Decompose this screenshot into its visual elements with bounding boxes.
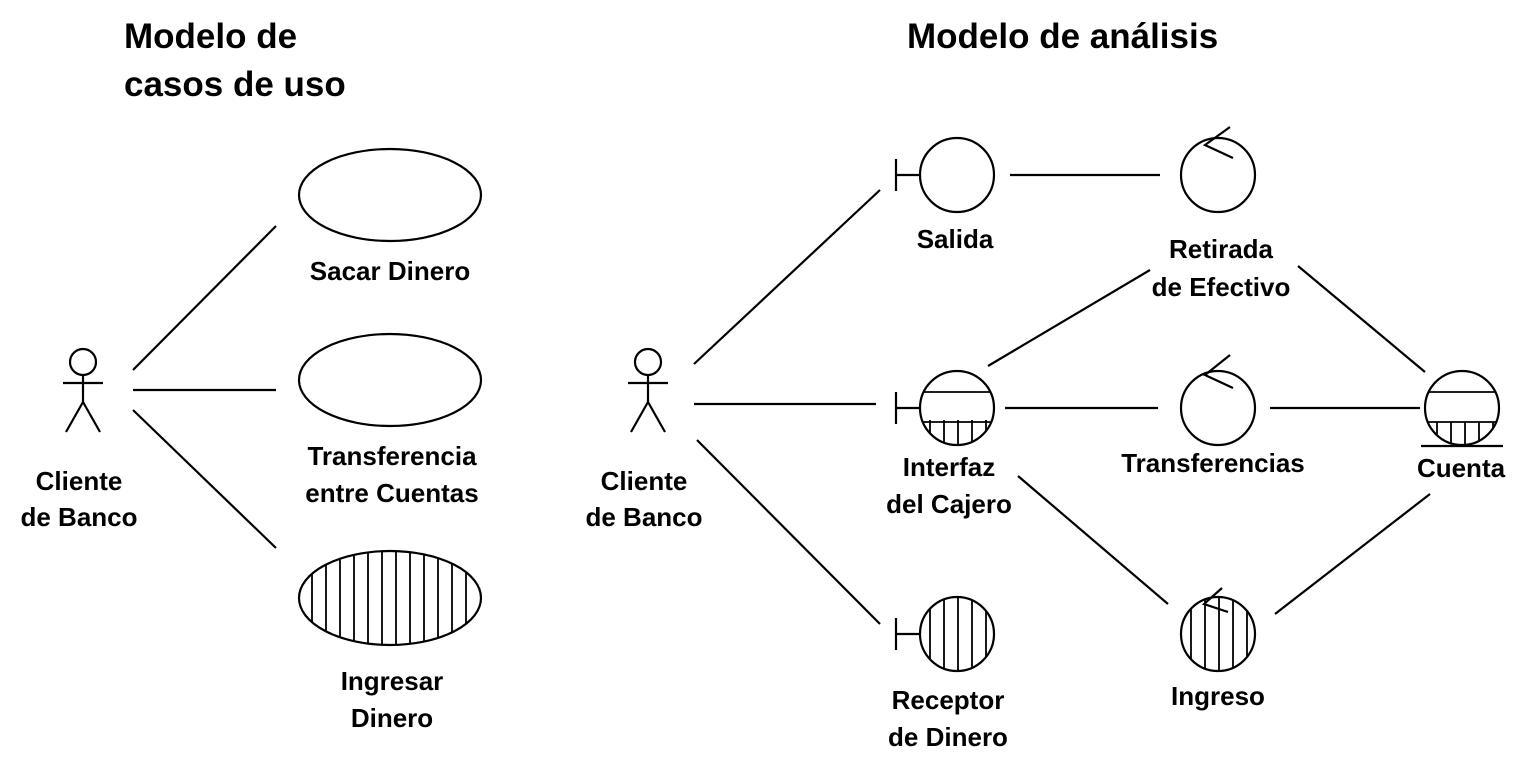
ingreso-control-icon: [1179, 587, 1257, 673]
analysis-actor-associations: [693, 189, 881, 625]
use-case-sacar-dinero-label: Sacar Dinero: [310, 256, 470, 286]
cuenta-label: Cuenta: [1417, 453, 1506, 483]
interfaz-cajero-label-line1: Interfaz: [903, 452, 995, 482]
use-case-actor-icon: [63, 347, 103, 433]
analysis-actor-icon: [628, 347, 668, 433]
interfaz-cajero-label-line2: del Cajero: [886, 489, 1012, 519]
transferencias-label: Transferencias: [1121, 448, 1305, 478]
use-case-transferencia-label-line2: entre Cuentas: [305, 478, 478, 508]
analysis-actor-label-line1: Cliente: [601, 466, 688, 496]
receptor-dinero-boundary-icon: [894, 595, 996, 673]
use-case-transferencia-ellipse: [297, 332, 483, 428]
use-case-sacar-dinero-ellipse: [297, 147, 483, 243]
receptor-dinero-label-line1: Receptor: [892, 685, 1005, 715]
interfaz-cajero-boundary-icon: [894, 369, 996, 447]
retirada-efectivo-label-line1: Retirada: [1169, 234, 1274, 264]
salida-boundary-icon: [894, 136, 996, 214]
use-case-model-title-line2: casos de uso: [124, 65, 346, 104]
ingreso-label: Ingreso: [1171, 681, 1265, 711]
use-case-ingresar-dinero-ellipse: [297, 549, 483, 647]
analysis-model-title: Modelo de análisis: [907, 17, 1218, 56]
salida-label: Salida: [917, 224, 994, 254]
use-case-associations: [132, 225, 277, 549]
retirada-efectivo-control-icon: [1179, 126, 1257, 214]
use-case-ingresar-label-line2: Dinero: [351, 703, 433, 733]
use-case-model-title-line1: Modelo de: [124, 17, 297, 56]
use-case-actor-label-line1: Cliente: [36, 466, 123, 496]
cuenta-entity-icon: [1421, 369, 1503, 448]
use-case-actor-label-line2: de Banco: [20, 502, 137, 532]
analysis-actor-label-line2: de Banco: [585, 502, 702, 532]
retirada-efectivo-label-line2: de Efectivo: [1152, 272, 1291, 302]
use-case-ingresar-label-line1: Ingresar: [341, 666, 444, 696]
analysis-collaborations: [987, 173, 1431, 615]
receptor-dinero-label-line2: de Dinero: [888, 722, 1008, 752]
transferencias-control-icon: [1179, 354, 1257, 447]
use-case-transferencia-label-line1: Transferencia: [307, 441, 477, 471]
